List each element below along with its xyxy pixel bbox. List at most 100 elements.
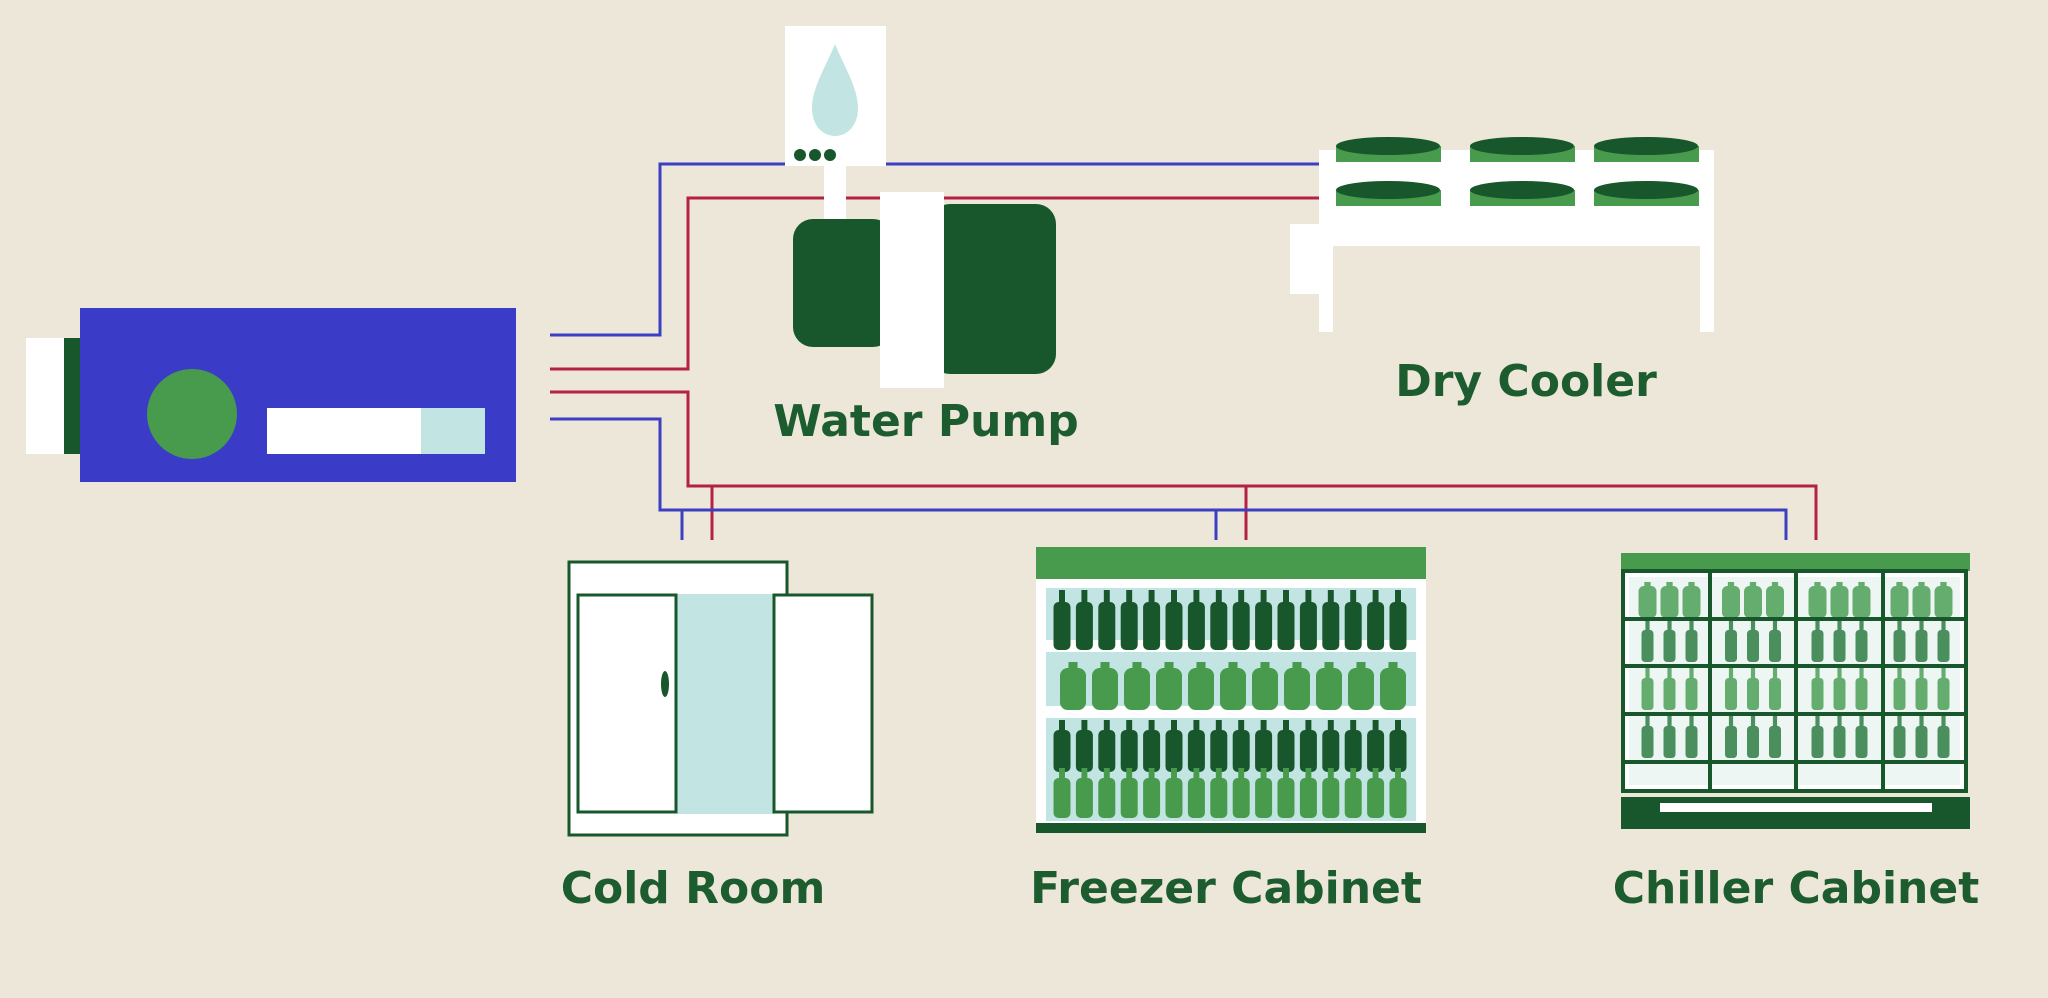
cooler-fan-top bbox=[1594, 181, 1698, 199]
unit-display-indicator bbox=[421, 408, 485, 454]
bottle-icon bbox=[1811, 668, 1824, 710]
jar-icon bbox=[1912, 582, 1931, 618]
cold-room-right-door bbox=[772, 593, 874, 814]
jar-icon bbox=[1284, 662, 1310, 710]
bottle-icon bbox=[1367, 720, 1385, 772]
cold-room-left-door bbox=[576, 593, 678, 814]
freezer-base bbox=[1036, 823, 1426, 833]
bottle-icon bbox=[1299, 768, 1317, 818]
bottle-icon bbox=[1367, 590, 1385, 650]
bottle-icon bbox=[1187, 720, 1205, 772]
bottle-icon bbox=[1747, 620, 1759, 662]
jar-icon bbox=[1744, 582, 1762, 618]
bottle-icon bbox=[1277, 720, 1295, 772]
bottle-icon bbox=[1937, 716, 1950, 758]
chiller-grid bbox=[1623, 571, 1966, 791]
bottle-icon bbox=[1165, 590, 1183, 650]
bottle-icon bbox=[1210, 720, 1228, 772]
pump-indicator-dot bbox=[809, 149, 821, 161]
bottle-icon bbox=[1143, 768, 1161, 818]
bottle-icon bbox=[1769, 620, 1781, 662]
bottle-icon bbox=[1344, 590, 1362, 650]
bottle-icon bbox=[1120, 590, 1138, 650]
cooler-fan-top bbox=[1594, 137, 1698, 155]
bottle-icon bbox=[1685, 716, 1698, 758]
unit-end-cap bbox=[26, 338, 66, 454]
bottle-icon bbox=[1255, 720, 1273, 772]
bottle-icon bbox=[1075, 590, 1093, 650]
bottle-icon bbox=[1053, 720, 1071, 772]
chiller-shelf bbox=[1623, 617, 1966, 621]
bottle-icon bbox=[1255, 590, 1273, 650]
jar-icon bbox=[1852, 582, 1871, 618]
bottle-icon bbox=[1833, 716, 1846, 758]
bottle-icon bbox=[1232, 590, 1250, 650]
chiller-shelf bbox=[1623, 664, 1966, 668]
bottle-icon bbox=[1725, 620, 1737, 662]
bottle-icon bbox=[1053, 768, 1071, 818]
cold-room bbox=[567, 560, 874, 837]
freezer-top-panel bbox=[1036, 547, 1426, 579]
water-drop-icon bbox=[812, 44, 858, 136]
cooler-side-block bbox=[1290, 224, 1324, 294]
jar-icon bbox=[1348, 662, 1374, 710]
bottle-icon bbox=[1641, 668, 1654, 710]
jar-icon bbox=[1092, 662, 1118, 710]
bottle-icon bbox=[1389, 768, 1407, 818]
jar-icon bbox=[1722, 582, 1740, 618]
bottle-icon bbox=[1322, 720, 1340, 772]
jar-icon bbox=[1830, 582, 1849, 618]
chiller-shelf bbox=[1623, 760, 1966, 764]
bottle-icon bbox=[1277, 768, 1295, 818]
cooler-fan-top bbox=[1336, 137, 1440, 155]
bottle-icon bbox=[1855, 716, 1868, 758]
bottle-icon bbox=[1075, 768, 1093, 818]
cold-room-interior bbox=[677, 594, 775, 814]
bottle-icon bbox=[1143, 590, 1161, 650]
bottle-icon bbox=[1075, 720, 1093, 772]
pipe-red-lower bbox=[550, 390, 1818, 540]
bottle-icon bbox=[1344, 768, 1362, 818]
pipe-red-upper bbox=[550, 196, 1320, 371]
cooler-fans bbox=[1336, 137, 1699, 206]
bottle-icon bbox=[1120, 768, 1138, 818]
pipe-blue-lower bbox=[550, 417, 1788, 540]
bottle-icon bbox=[1641, 620, 1654, 662]
bottle-icon bbox=[1165, 768, 1183, 818]
bottle-icon bbox=[1232, 720, 1250, 772]
pump-coupling bbox=[880, 192, 944, 388]
pump-motor-right bbox=[930, 204, 1056, 374]
dry-cooler bbox=[1290, 137, 1714, 332]
bottle-icon bbox=[1747, 668, 1759, 710]
jar-icon bbox=[1890, 582, 1909, 618]
pipe-blue-upper bbox=[550, 162, 1320, 337]
unit-display-panel bbox=[267, 408, 423, 454]
bottle-icon bbox=[1769, 668, 1781, 710]
bottle-icon bbox=[1769, 716, 1781, 758]
pump-indicator-dot bbox=[824, 149, 836, 161]
bottle-icon bbox=[1915, 716, 1928, 758]
unit-end-band bbox=[64, 338, 82, 454]
chiller-door-divider bbox=[1794, 571, 1798, 791]
bottle-icon bbox=[1187, 590, 1205, 650]
condensing-unit bbox=[26, 308, 516, 482]
bottle-icon bbox=[1915, 620, 1928, 662]
jar-icon bbox=[1766, 582, 1784, 618]
bottle-icon bbox=[1811, 716, 1824, 758]
jar-icon bbox=[1124, 662, 1150, 710]
pump-motor-left bbox=[793, 219, 893, 347]
jar-icon bbox=[1638, 582, 1657, 618]
cold-room-label: Cold Room bbox=[561, 863, 826, 914]
bottle-icon bbox=[1893, 716, 1906, 758]
jar-icon bbox=[1252, 662, 1278, 710]
bottle-icon bbox=[1937, 668, 1950, 710]
bottle-icon bbox=[1299, 720, 1317, 772]
jar-icon bbox=[1060, 662, 1086, 710]
jar-icon bbox=[1682, 582, 1701, 618]
bottle-icon bbox=[1120, 720, 1138, 772]
bottle-icon bbox=[1811, 620, 1824, 662]
bottle-icon bbox=[1210, 590, 1228, 650]
cooler-fan-top bbox=[1470, 137, 1574, 155]
jar-icon bbox=[1156, 662, 1182, 710]
